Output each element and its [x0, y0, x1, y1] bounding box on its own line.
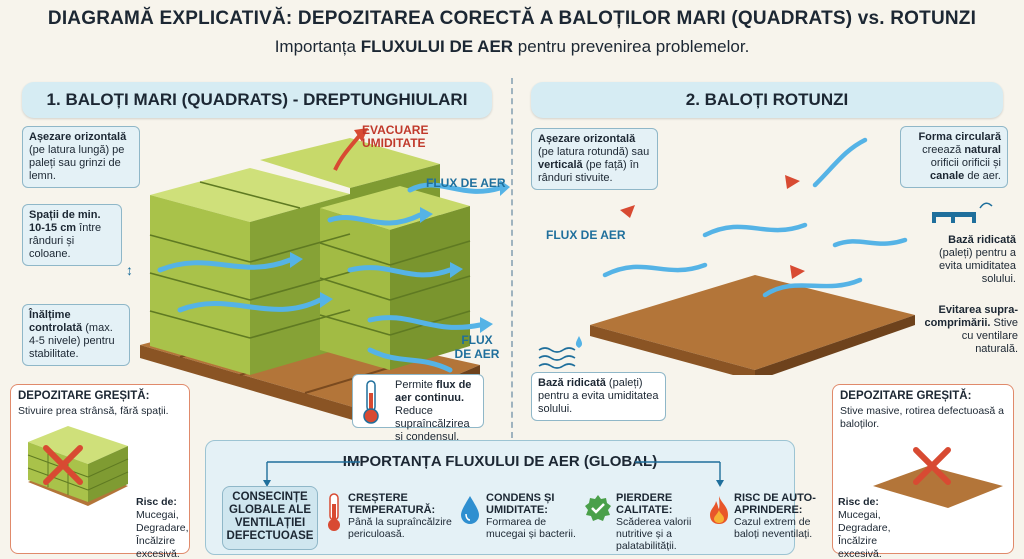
quality-badge-icon	[585, 495, 611, 521]
air-flow-label-right: FLUX DE AER	[546, 228, 626, 242]
air-flow-arrows-left	[157, 182, 503, 373]
spacing-arrow-icon: ↕	[126, 262, 133, 278]
moisture-arrows-right	[620, 175, 805, 279]
round-bales-illustration	[590, 137, 915, 375]
section-heading-square-bales: 1. BALOȚI MARI (QUADRATS) - DREPTUNGHIUL…	[22, 82, 492, 118]
subtitle: Importanța FLUXULUI DE AER pentru preven…	[274, 37, 750, 56]
main-title: DIAGRAMĂ EXPLICATIVĂ: DEPOZITAREA CORECT…	[47, 8, 977, 29]
moisture-evacuation-arrow	[333, 128, 368, 171]
global-title: IMPORTANȚA FLUXULUI DE AER (GLOBAL)	[342, 453, 658, 470]
section-heading-round-bales: 2. BALOȚI ROTUNZI	[531, 82, 1003, 118]
section-divider	[511, 78, 513, 438]
thermometer-icon	[363, 380, 379, 424]
callout-horizontal-placement: Așezare orizontală (pe latura lungă) pe …	[22, 126, 140, 188]
risk-left: Risc de:Mucegai, Degradare, Încălzire ex…	[136, 496, 189, 559]
raised-base-callout: Bază ridicată (paleți) pentru a evita um…	[531, 372, 666, 421]
global-item-quality-loss: PIERDERE CALITATE:Scăderea valorii nutri…	[616, 492, 692, 552]
callout-circular-shape: Forma circulară creează natural orificii…	[900, 126, 1008, 188]
wrong-storage-text: Stivuire prea strânsă, fără spații.	[18, 405, 169, 417]
tight-stack-illustration	[27, 426, 129, 506]
square-bale-stack	[149, 138, 471, 375]
global-item-self-ignition: RISC DE AUTO-APRINDERE:Cazul extrem de b…	[734, 492, 816, 540]
pallet-right	[590, 275, 915, 375]
temperature-icon	[328, 493, 340, 531]
square-bales-illustration	[140, 128, 510, 425]
callout-height-control: Înălțime controlată (max. 4-5 nivele) pe…	[22, 304, 130, 366]
connector-lines	[263, 461, 724, 487]
moisture-waves-icon	[538, 336, 583, 369]
air-flow-label-2: FLUX DE AER	[454, 333, 500, 361]
massive-round-stack-illustration	[873, 447, 1003, 508]
water-drop-icon	[461, 496, 479, 524]
callout-round-placement: Așezare orizontală (pe latura rotundă) s…	[531, 128, 658, 190]
callout-spacing: Spații de min. 10-15 cm între rânduri și…	[22, 204, 122, 266]
wrong-storage-title: DEPOZITARE GREȘITĂ:	[18, 390, 150, 402]
global-consequences-box: CONSECINȚE GLOBALE ALE VENTILAȚIEI DEFEC…	[222, 486, 318, 550]
wrong-storage-title-right: DEPOZITARE GREȘITĂ:	[840, 390, 972, 402]
raised-base-text-right: Bază ridicată (paleți) pentru a evita um…	[938, 234, 1016, 285]
cross-mark-icon-right	[913, 447, 951, 485]
avoid-compression-text: Evitarea supra-comprimării. Stive cu ven…	[924, 304, 1018, 355]
global-item-temperature: CREȘTERE TEMPERATURĂ:Până la supraîncălz…	[348, 492, 452, 540]
raised-pallet-icon	[932, 202, 993, 223]
air-flow-arrows-right	[602, 137, 908, 298]
air-flow-label-1: FLUX DE AER	[426, 176, 506, 190]
fire-icon	[710, 496, 728, 524]
cross-mark-icon	[43, 445, 83, 485]
evacuation-label: EVACUARE UMIDITATE	[362, 123, 429, 150]
global-item-condensation: CONDENS ȘI UMIDITATE:Formarea de mucegai…	[486, 492, 576, 540]
wrong-storage-text-right: Stive masive, rotirea defectuoasă a balo…	[840, 405, 1005, 430]
risk-right: Risc de:Mucegai, Degradare, Încălzire ex…	[838, 496, 891, 559]
